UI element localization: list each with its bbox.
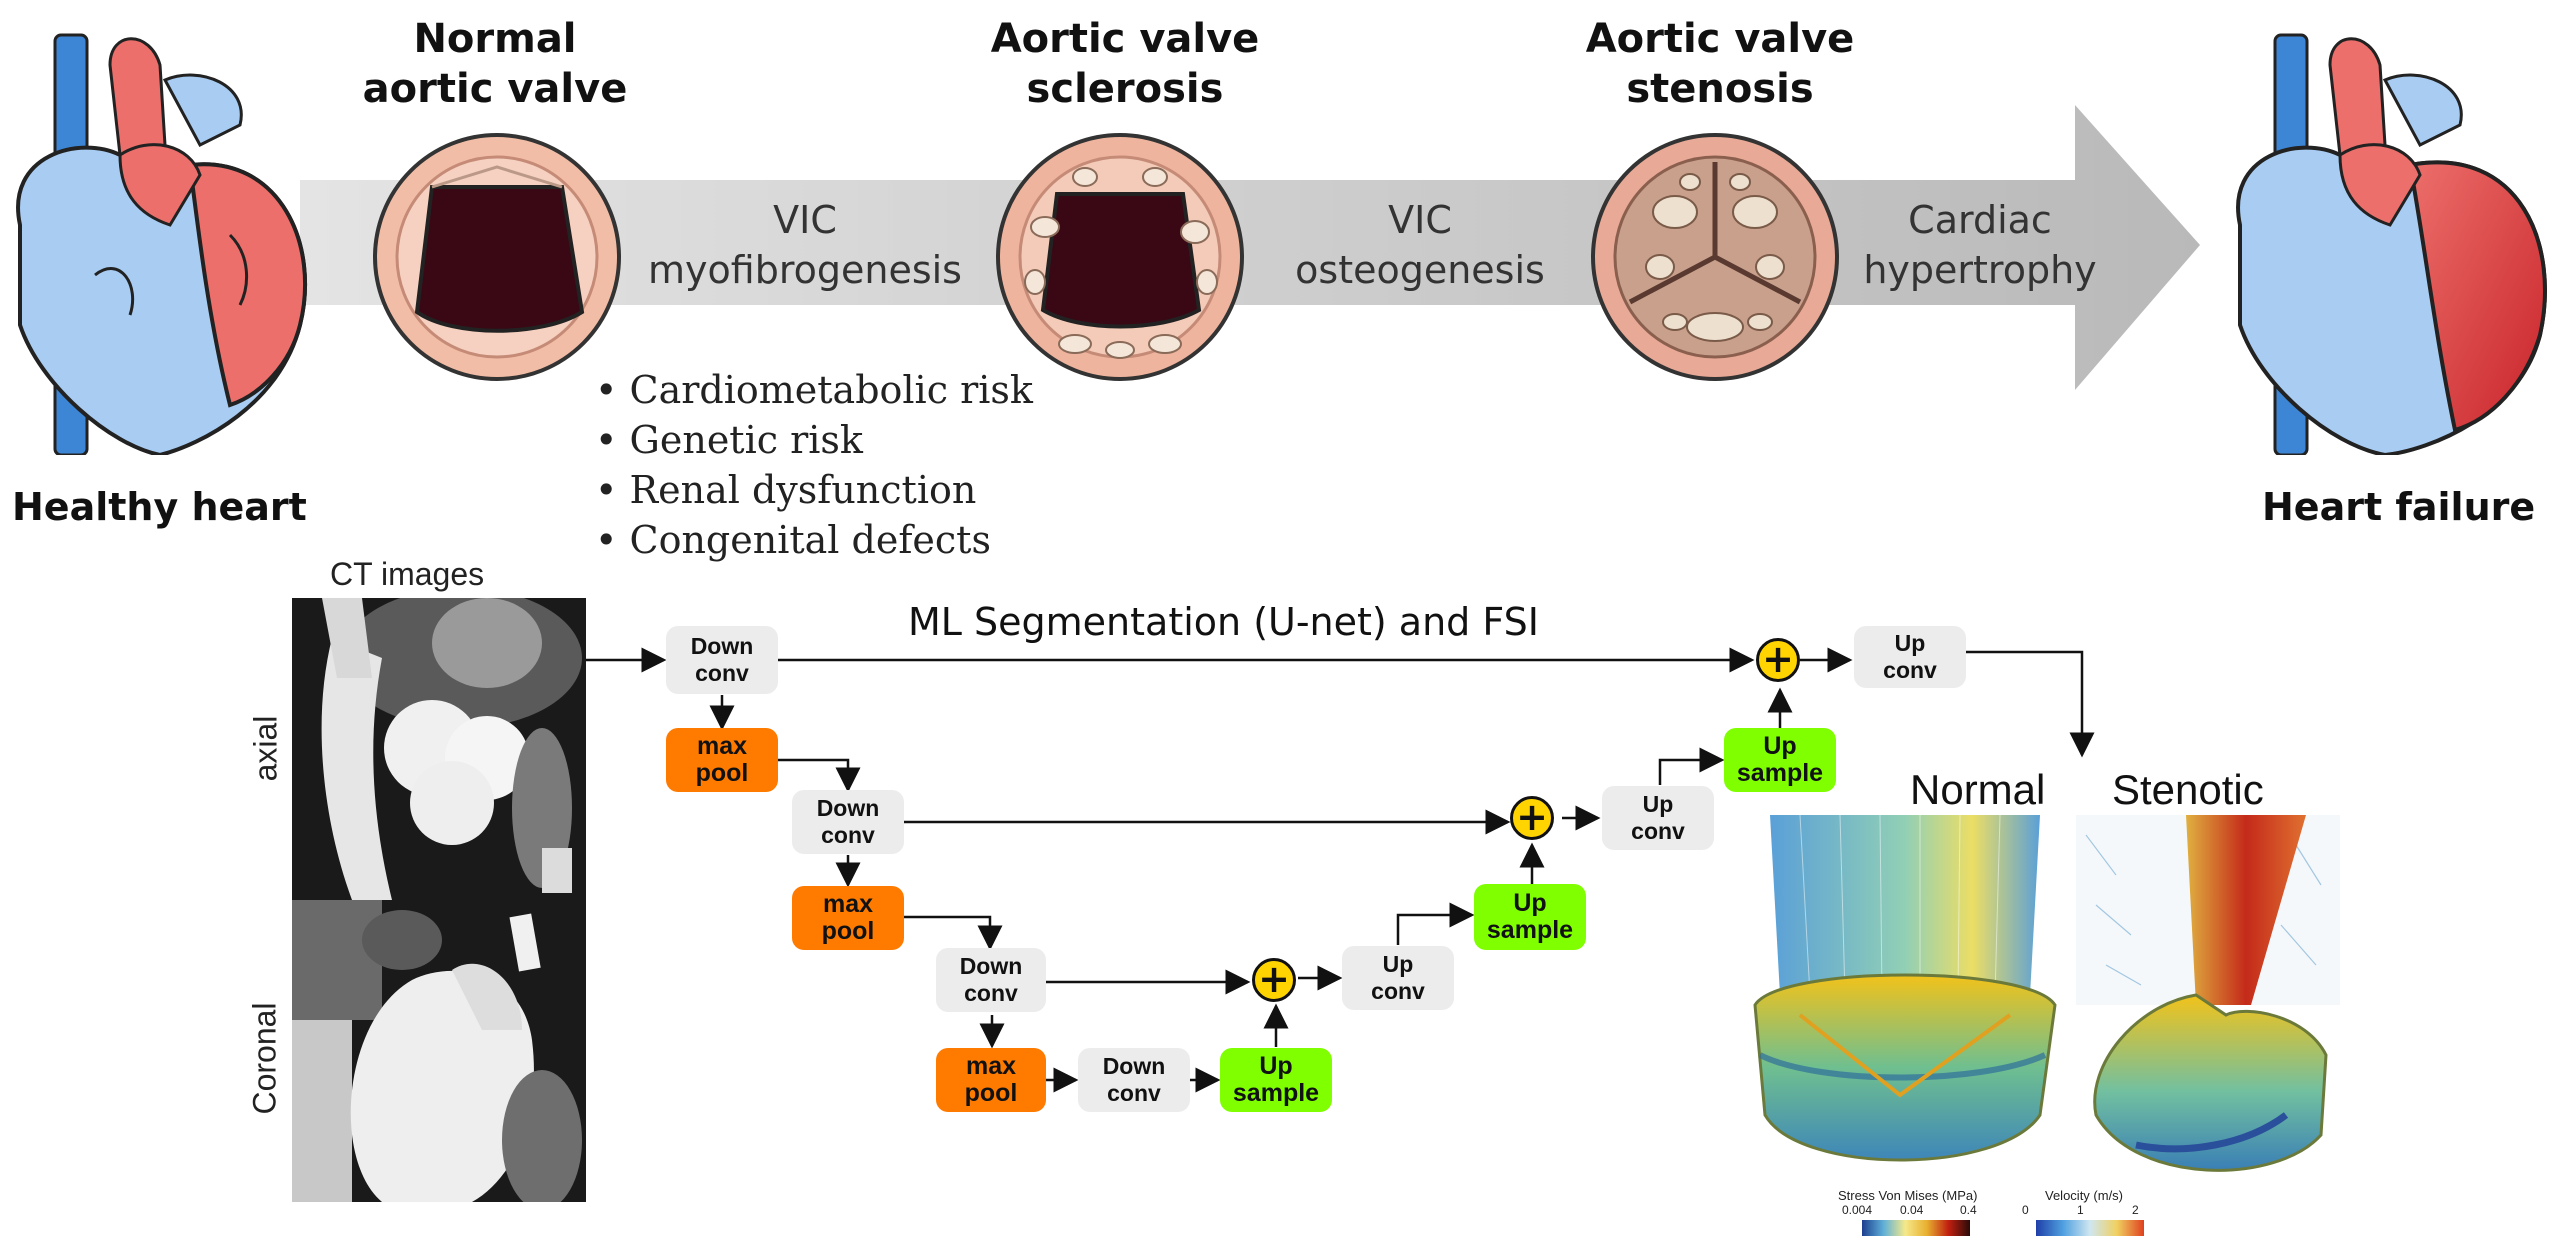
stress-legend-tick: 0.004 [1842,1203,1873,1217]
up-conv-box: Up conv [1602,786,1714,850]
step-osteogenesis: VIC osteogenesis [1295,198,1545,292]
up-conv-box: Up conv [1342,946,1454,1010]
step-myofibrogenesis: VIC myofibrogenesis [648,198,962,292]
down-conv-box: Down conv [792,790,904,854]
sclerosis-title: Aortic valve sclerosis [990,16,1260,112]
sclerosis-valve-icon [996,133,1244,381]
stress-legend-tick: 0.4 [1960,1203,1977,1217]
risk-factor-item: Genetic risk [595,415,1033,465]
stress-colorbar [1862,1220,1970,1236]
max-pool-box: max pool [666,728,778,792]
risk-factor-item: Congenital defects [595,515,1033,565]
risk-factor-item: Renal dysfunction [595,465,1033,515]
velocity-legend-title: Velocity (m/s) [2045,1188,2124,1203]
heart-failure-label: Heart failure [2262,485,2536,529]
down-conv-box: Down conv [1078,1048,1190,1112]
down-conv-box: Down conv [936,948,1046,1012]
healthy-heart-label: Healthy heart [12,485,307,529]
concat-plus-icon: + [1510,796,1554,840]
up-conv-box: Up conv [1854,626,1966,688]
concat-plus-icon: + [1756,638,1800,682]
step-hypertrophy: Cardiac hypertrophy [1863,198,2097,292]
velocity-legend-tick: 2 [2132,1203,2139,1217]
up-sample-box: Up sample [1474,884,1586,950]
normal-valve-title: Normal aortic valve [362,16,628,112]
healthy-heart-icon [16,33,308,455]
stress-legend-title: Stress Von Mises (MPa) [1838,1188,1978,1203]
ct-images-title: CT images [330,556,485,592]
failing-heart-icon [2236,33,2547,455]
normal-valve-simulation [1753,815,2057,1162]
velocity-colorbar [2036,1220,2144,1236]
stenosis-valve-icon [1591,133,1839,381]
ct-axial-image [292,598,586,900]
concat-plus-icon: + [1252,958,1296,1002]
unet-title: ML Segmentation (U-net) and FSI [908,600,1539,644]
velocity-legend-tick: 0 [2022,1203,2029,1217]
velocity-legend-tick: 1 [2077,1203,2084,1217]
max-pool-box: max pool [936,1048,1046,1112]
risk-factor-list: Cardiometabolic risk Genetic risk Renal … [595,365,1033,565]
stenosis-title: Aortic valve stenosis [1585,16,1855,112]
normal-valve-icon [373,133,621,381]
progression-arrow [300,105,2200,390]
stress-legend-tick: 0.04 [1900,1203,1924,1217]
normal-label: Normal [1910,766,2046,813]
up-sample-box: Up sample [1220,1048,1332,1112]
stenotic-valve-simulation [2076,815,2340,1172]
risk-factor-item: Cardiometabolic risk [595,365,1033,415]
max-pool-box: max pool [792,886,904,950]
stenotic-label: Stenotic [2112,766,2264,813]
down-conv-box: Down conv [666,626,778,694]
up-sample-box: Up sample [1724,728,1836,792]
ct-coronal-image [292,900,586,1202]
